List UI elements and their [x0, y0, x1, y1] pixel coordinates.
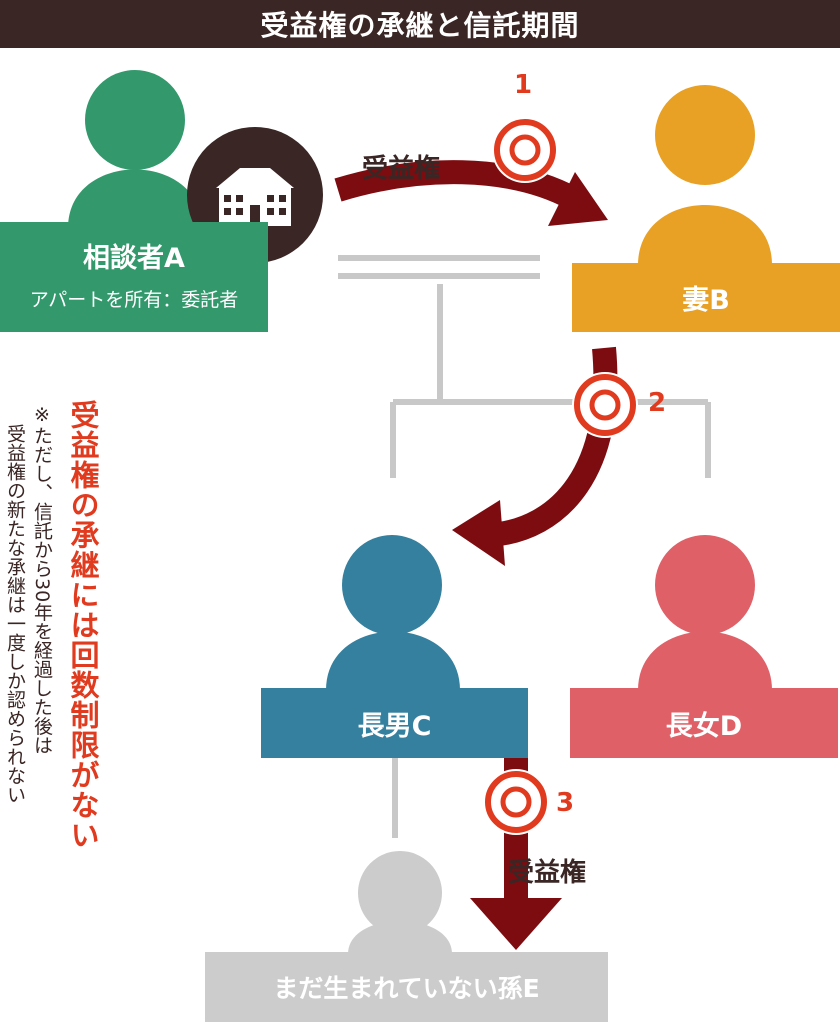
- person-b-box: 妻B: [572, 263, 840, 332]
- target-icon-1: [492, 117, 558, 183]
- transfer-2-number: 2: [648, 388, 667, 418]
- transfer-arrow-2-head: [452, 500, 505, 566]
- sub-note-line2: 受益権の新たな承継は一度しか認められない: [4, 424, 26, 804]
- main-note: 受益権の承継には回数制限がない: [66, 400, 100, 850]
- family-tree-lines: [390, 284, 711, 478]
- person-e-box: まだ生まれていない孫E: [205, 952, 608, 1022]
- transfer-1-number: 1: [514, 70, 533, 100]
- person-e-silhouette: [348, 851, 452, 954]
- transfer-arrow-1: [334, 160, 578, 209]
- person-a-role: アパートを所有：委託者: [29, 289, 239, 311]
- person-d-silhouette: [638, 535, 772, 690]
- person-d-box: 長女D: [570, 688, 838, 758]
- transfer-3-label: 受益権: [508, 858, 587, 888]
- person-c-name: 長男C: [357, 710, 432, 742]
- transfer-arrow-1-head: [548, 172, 608, 226]
- target-icon-3: [483, 769, 549, 835]
- person-b-silhouette: [638, 85, 772, 265]
- person-a-box: 相談者A アパートを所有：委託者: [0, 222, 268, 332]
- sub-note-line1: ※ただし、信託から30年を経過した後は: [31, 404, 53, 755]
- transfer-3-number: 3: [556, 788, 575, 818]
- person-a-name: 相談者A: [83, 243, 185, 274]
- transfer-1-label: 受益権: [362, 154, 441, 184]
- person-c-box: 長男C: [261, 688, 528, 758]
- person-c-silhouette: [326, 535, 460, 690]
- person-e-name: まだ生まれていない孫E: [273, 974, 540, 1003]
- person-a-silhouette: [68, 70, 202, 228]
- person-b-name: 妻B: [682, 285, 730, 316]
- transfer-arrow-3-head: [470, 898, 562, 950]
- person-d-name: 長女D: [665, 710, 743, 742]
- page-title: 受益権の承継と信託期間: [0, 0, 840, 48]
- target-icon-2: [572, 372, 638, 438]
